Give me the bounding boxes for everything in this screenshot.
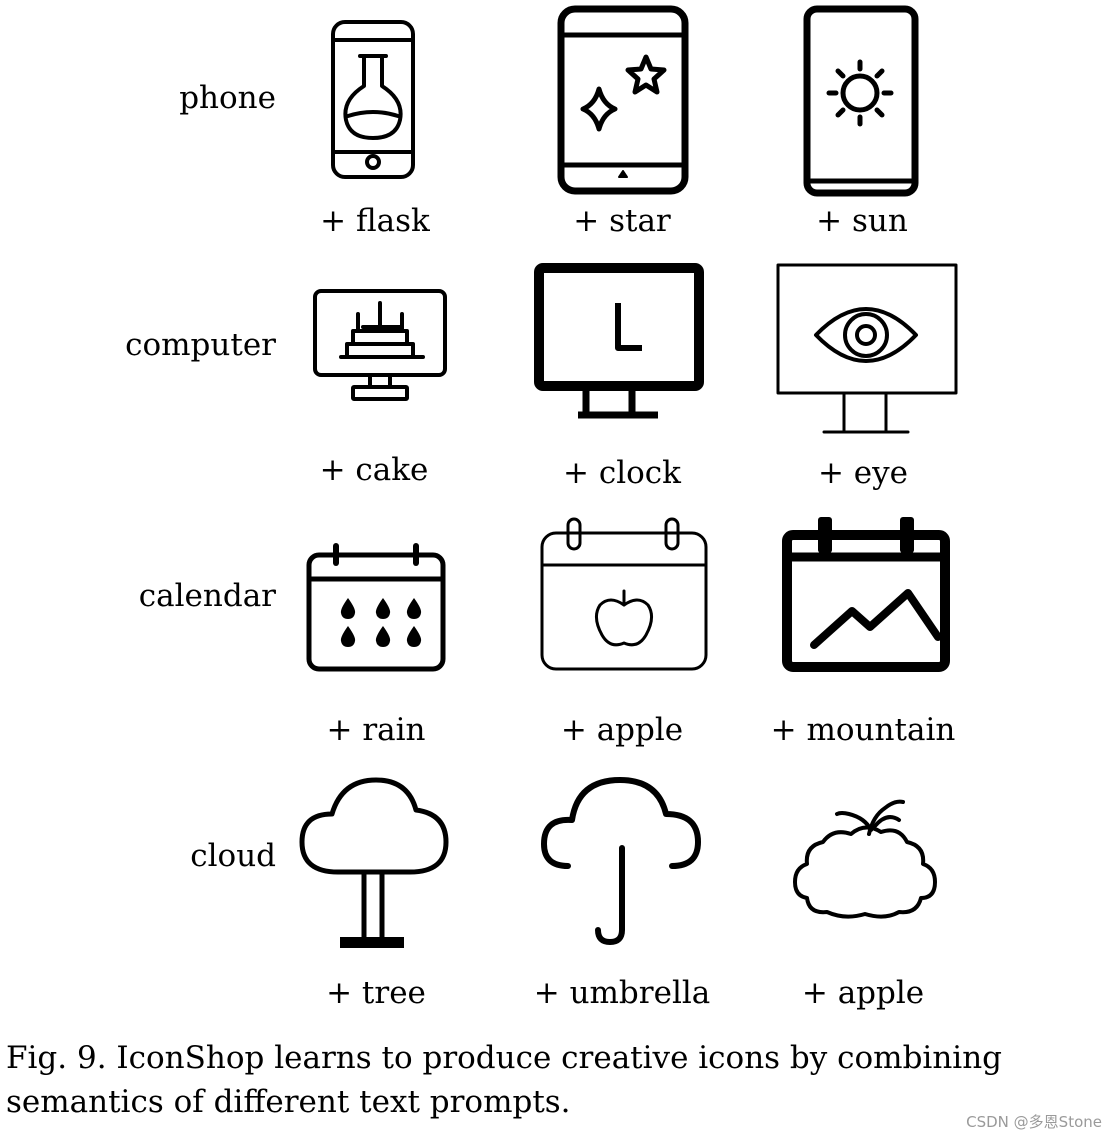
caption-phone-flask: + flask: [320, 203, 430, 239]
row-label-phone: phone: [179, 80, 276, 116]
caption-cloud-umbrella: + umbrella: [533, 975, 711, 1011]
row-label-calendar: calendar: [138, 578, 276, 614]
row-label-cloud: cloud: [190, 838, 276, 874]
computer-eye-icon: [776, 263, 958, 435]
caption-computer-eye: + eye: [817, 455, 909, 491]
calendar-mountain-icon: [782, 515, 950, 673]
caption-calendar-mountain: + mountain: [770, 712, 956, 748]
row-label-computer: computer: [125, 327, 276, 363]
caption-cloud-tree: + tree: [326, 975, 426, 1011]
calendar-rain-icon: [306, 543, 446, 673]
computer-clock-icon: [534, 263, 704, 423]
caption-phone-star: + star: [573, 203, 671, 239]
caption-computer-cake: + cake: [319, 452, 429, 488]
cloud-umbrella-icon: [540, 774, 704, 946]
phone-sun-icon: [803, 5, 919, 197]
cloud-apple-icon: [793, 796, 939, 920]
phone-flask-icon: [328, 20, 418, 180]
figure-caption: Fig. 9. IconShop learns to produce creat…: [6, 1040, 1003, 1120]
computer-cake-icon: [313, 289, 447, 403]
caption-phone-sun: + sun: [816, 203, 908, 239]
caption-cloud-apple: + apple: [801, 975, 925, 1011]
calendar-apple-icon: [540, 515, 708, 673]
phone-star-icon: [557, 5, 689, 195]
caption-calendar-rain: + rain: [326, 712, 426, 748]
caption-calendar-apple: + apple: [560, 712, 684, 748]
caption-computer-clock: + clock: [563, 455, 681, 491]
cloud-tree-icon: [298, 776, 450, 951]
watermark: CSDN @多恩Stone: [966, 1113, 1102, 1131]
